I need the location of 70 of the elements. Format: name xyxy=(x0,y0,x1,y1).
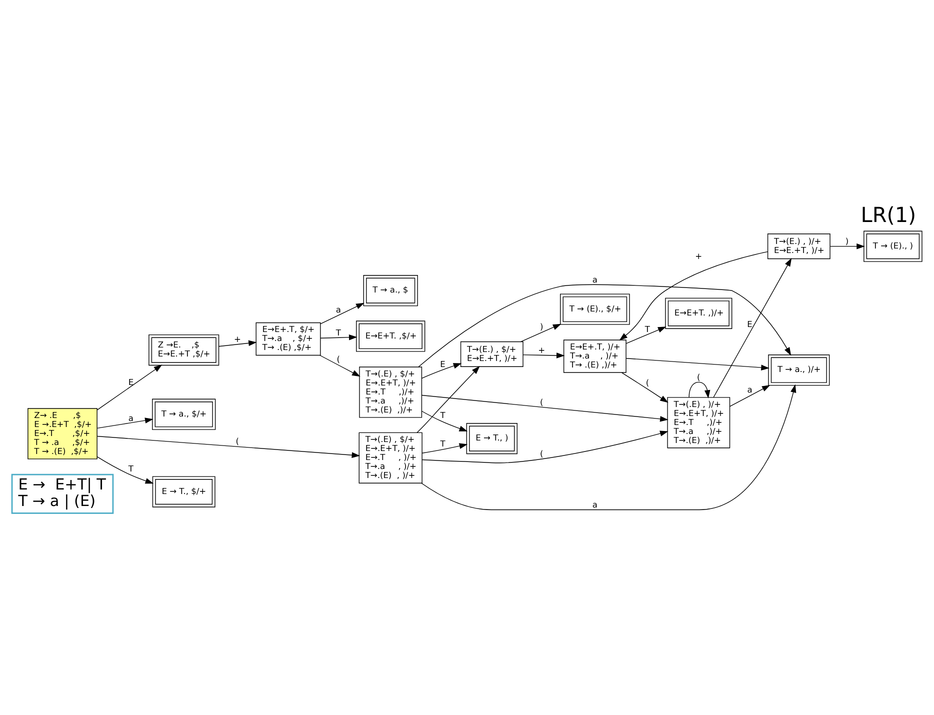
node-box: T → (E)., ) xyxy=(864,230,922,262)
edge-label: ( xyxy=(540,448,544,458)
arrow xyxy=(421,410,468,431)
node-box: T → a., )/+ xyxy=(768,354,830,386)
edge-label: a xyxy=(592,274,598,284)
edge-label: E xyxy=(747,318,752,328)
edge-label: ( xyxy=(236,435,240,446)
arrow xyxy=(96,364,162,410)
node-box: E → E+T| T T → a | (E) xyxy=(11,473,114,514)
arrow xyxy=(319,354,360,376)
arrow xyxy=(418,284,792,367)
edge-label: a xyxy=(747,384,752,394)
node-box: E → T., $/+ xyxy=(152,476,216,507)
edge-label: E xyxy=(440,358,446,369)
edge-label: ( xyxy=(697,371,700,382)
arrow xyxy=(626,358,770,370)
node-box: T→(.E) , )/+ E→.E+T, )/+ E→.T ,)/+ T→.a ,)/+ T→.(E) ,)/+ xyxy=(667,396,730,448)
node-box: Z→ .E ,$ E →.E+T ,$/+ E→.T ,$/+ T → .a ,$/+ T → .(E) ,$/+ xyxy=(28,408,98,459)
edge-label: ( xyxy=(540,396,544,407)
edge-label: + xyxy=(695,250,702,261)
arrow xyxy=(520,323,562,342)
arrow xyxy=(421,394,668,422)
node-box: T → a., $/+ xyxy=(152,398,216,430)
arrow xyxy=(688,381,710,398)
edge-label: ) xyxy=(845,235,849,246)
arrow xyxy=(422,430,668,463)
node-box: E→E+.T, $/+ T→.a , $/+ T→ .(E) ,$/+ xyxy=(256,322,321,356)
arrow xyxy=(416,366,480,433)
node-box: T→(.E) , $/+ E→.E+T, )/+ E→.T ,)/+ T→.a ,)/+ T→.(E) ,)/+ xyxy=(359,366,422,418)
node-box: T→(E.) , )/+ E→E.+T, )/+ xyxy=(767,233,830,259)
arrow xyxy=(96,456,154,484)
arrow xyxy=(729,384,770,406)
node-box: E→E+.T, )/+ T→.a , )/+ T→ .(E) ,)/+ xyxy=(563,339,626,372)
arrow xyxy=(218,340,257,346)
edge-label: E xyxy=(128,376,134,387)
node-box: T→(.E) , $/+ E→.E+T, )/+ E→.T , )/+ T→.a , )/+ T→.(E) , )/+ xyxy=(358,432,422,483)
node-box: Z →E. ,$ E→E.+T ,$/+ xyxy=(148,334,220,366)
arrow xyxy=(320,302,364,324)
arrow xyxy=(522,352,565,358)
arrow xyxy=(96,417,154,428)
edge-label: T xyxy=(440,438,446,448)
arrow xyxy=(619,250,768,340)
arrow xyxy=(626,326,666,344)
arrow xyxy=(830,242,865,249)
edge-label: T xyxy=(440,410,446,420)
edge-label: T xyxy=(336,326,341,337)
node-box: T→(E.) , $/+ E→E.+T, )/+ xyxy=(460,340,524,366)
edge-label: + xyxy=(538,344,546,355)
edge-label: a xyxy=(592,498,598,509)
node-box: E → T., ) xyxy=(466,422,518,454)
edge-label: ( xyxy=(646,377,650,388)
arrow xyxy=(621,372,668,402)
edge-label: ) xyxy=(540,321,544,332)
diagram-title: LR(1) xyxy=(860,202,916,227)
node-box: T → a., $ xyxy=(363,274,418,306)
edge-label: + xyxy=(234,334,241,344)
arrow xyxy=(713,258,792,398)
edge-label: T xyxy=(128,462,134,473)
arrow xyxy=(421,384,796,510)
arrow xyxy=(421,362,462,378)
node-box: E→E+T. ,)/+ xyxy=(665,297,732,328)
edge-label: ( xyxy=(336,354,340,364)
edge-label: a xyxy=(336,304,341,314)
arrow xyxy=(96,435,360,458)
node-box: E→E+T. ,$/+ xyxy=(356,320,426,352)
arrow xyxy=(320,334,358,340)
edge-label: T xyxy=(644,323,650,334)
arrow xyxy=(422,442,468,453)
node-box: T → (E)., $/+ xyxy=(560,293,630,324)
edge-label: a xyxy=(128,412,134,422)
